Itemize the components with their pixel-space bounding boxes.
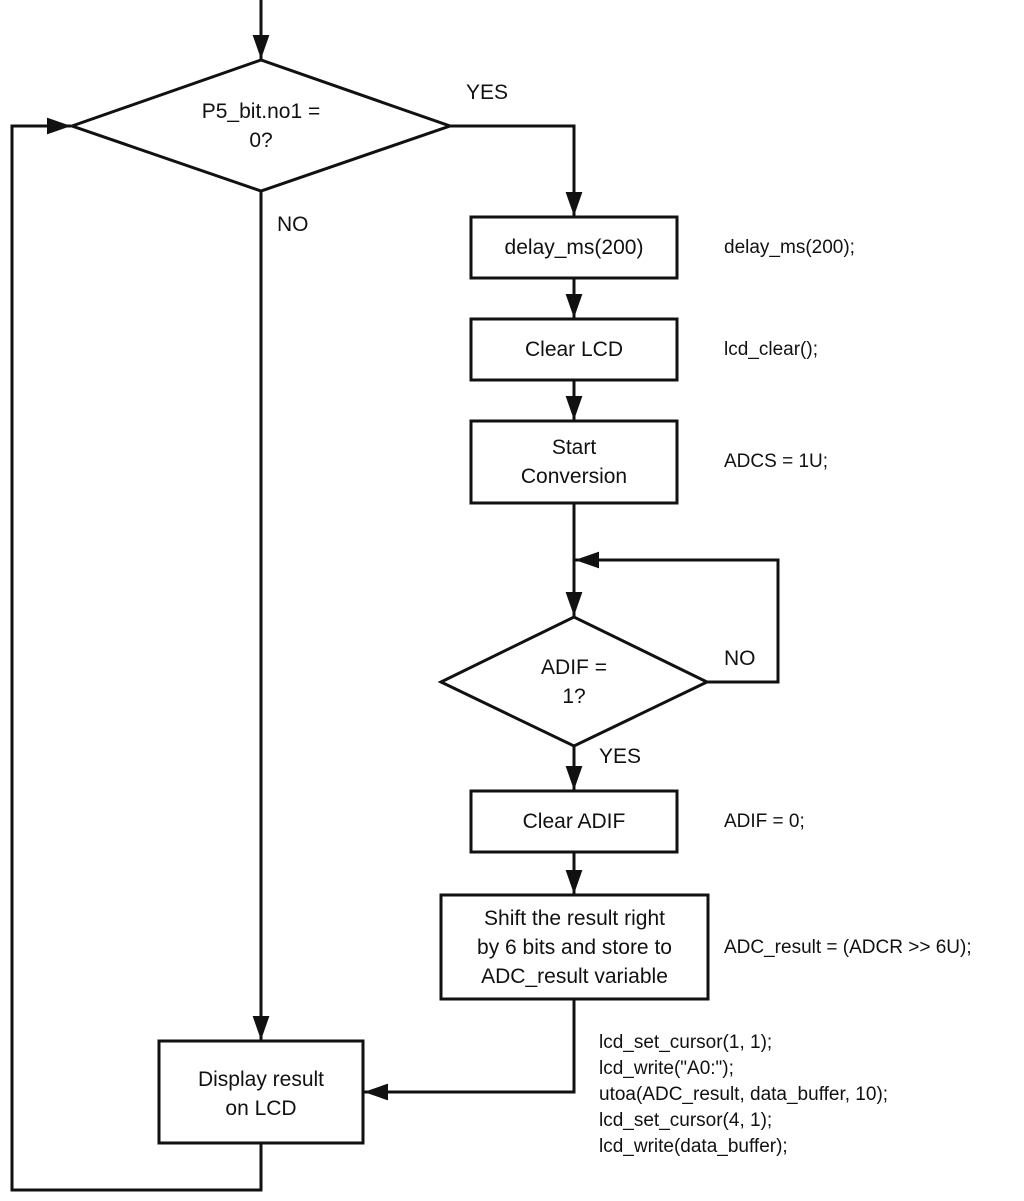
display-code-line: lcd_set_cursor(4, 1); xyxy=(599,1110,773,1131)
start-conversion-line2: Conversion xyxy=(520,465,628,488)
decision-adif-yes-label: YES xyxy=(599,745,642,768)
clear-lcd-code: lcd_clear(); xyxy=(724,339,818,360)
start-conversion-code: ADCS = 1U; xyxy=(724,451,829,472)
shift-result-line3: ADC_result variable xyxy=(481,965,668,988)
yes-branch-arrow xyxy=(450,124,583,216)
delay-code: delay_ms(200); xyxy=(724,237,855,258)
decision-p5-text: P5_bit.no1 = 0? xyxy=(161,97,361,155)
display-line1: Display result xyxy=(197,1068,325,1091)
shift-result-line2: by 6 bits and store to xyxy=(477,936,672,959)
loop-back-arrow xyxy=(10,117,263,1192)
display-box-text: Display result on LCD xyxy=(159,1065,363,1123)
display-code-line: lcd_set_cursor(1, 1); xyxy=(599,1032,773,1053)
display-code-line: lcd_write(data_buffer); xyxy=(599,1136,788,1157)
shift-result-code: ADC_result = (ADCR >> 6U); xyxy=(724,937,972,958)
clear-lcd-box-text: Clear LCD xyxy=(524,338,624,361)
start-conversion-line1: Start xyxy=(551,436,597,459)
decision-adif-no-label: NO xyxy=(724,647,756,670)
display-code-block: lcd_set_cursor(1, 1); lcd_write("A0:"); … xyxy=(599,1030,888,1160)
decision-p5-line1: P5_bit.no1 = xyxy=(201,100,321,123)
adif-no-loop-arrow xyxy=(575,551,780,684)
clear-adif-code: ADIF = 0; xyxy=(724,811,805,832)
delay-box-text: delay_ms(200) xyxy=(504,236,644,259)
decision-p5-yes-label: YES xyxy=(466,81,509,104)
decision-adif-text: ADIF = 1? xyxy=(494,653,654,711)
decision-adif-line2: 1? xyxy=(562,685,586,708)
decision-p5-no-label: NO xyxy=(277,213,309,236)
clear-adif-box-text: Clear ADIF xyxy=(522,810,626,833)
shift-to-display-arrow xyxy=(364,999,576,1101)
decision-p5-line2: 0? xyxy=(249,129,273,152)
display-line2: on LCD xyxy=(225,1097,297,1120)
shift-result-box-text: Shift the result right by 6 bits and sto… xyxy=(441,904,708,991)
decision-adif-line1: ADIF = xyxy=(541,656,607,679)
display-code-line: lcd_write("A0:"); xyxy=(599,1058,734,1079)
start-conversion-box-text: Start Conversion xyxy=(471,433,677,491)
shift-result-line1: Shift the result right xyxy=(484,907,665,930)
display-code-line: utoa(ADC_result, data_buffer, 10); xyxy=(599,1084,889,1105)
